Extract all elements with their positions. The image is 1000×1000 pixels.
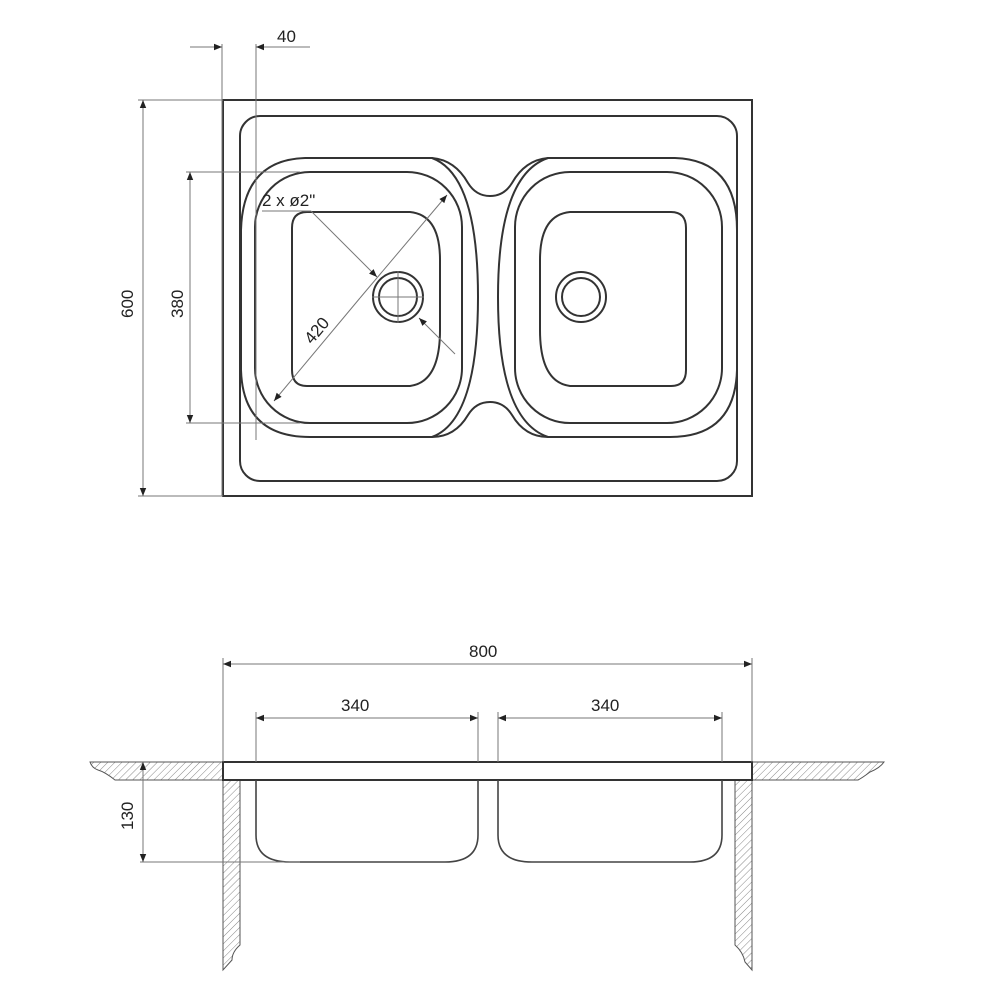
- cabinet-wall-right: [734, 779, 753, 972]
- dimension-600: 600: [118, 99, 223, 497]
- right-drain-outer: [555, 271, 607, 323]
- dim-label-130: 130: [118, 802, 137, 830]
- cabinet-wall-left: [222, 779, 241, 972]
- top-view: 40 600 380 420 2 x ø2": [118, 27, 753, 497]
- countertop-left: [89, 761, 224, 781]
- sink-rim-section: [222, 761, 753, 781]
- drain-note-label: 2 x ø2": [262, 191, 315, 210]
- dim-label-800: 800: [469, 642, 497, 661]
- right-bowl-inner: [514, 171, 723, 424]
- sink-outer-edge: [222, 99, 753, 497]
- dimension-800: 800: [222, 642, 753, 762]
- dimension-420: 420: [273, 194, 448, 402]
- right-bowl-bottom: [539, 211, 687, 387]
- left-bowl: [240, 157, 491, 438]
- dimension-130: 130: [118, 762, 300, 863]
- sink-rim: [239, 115, 738, 482]
- right-bowl-section: [497, 780, 723, 863]
- right-bowl: [489, 157, 738, 438]
- dim-label-340-left: 340: [341, 696, 369, 715]
- dim-label-380: 380: [168, 290, 187, 318]
- dimension-40: 40: [190, 27, 310, 496]
- dimension-340-right: 340: [497, 696, 723, 762]
- dim-label-420: 420: [301, 314, 334, 348]
- drain-callout: 2 x ø2": [262, 191, 456, 355]
- dimension-340-left: 340: [255, 696, 479, 762]
- left-bowl-inner: [254, 171, 463, 424]
- dim-label-600: 600: [118, 290, 137, 318]
- left-bowl-section: [255, 780, 479, 863]
- dimension-380: 380: [168, 171, 300, 424]
- countertop-right: [751, 761, 885, 781]
- dim-label-340-right: 340: [591, 696, 619, 715]
- dim-label-40: 40: [277, 27, 296, 46]
- right-drain-inner: [561, 277, 601, 317]
- left-bowl-bottom: [291, 211, 441, 387]
- section-view: 800 340 340 130: [89, 642, 885, 972]
